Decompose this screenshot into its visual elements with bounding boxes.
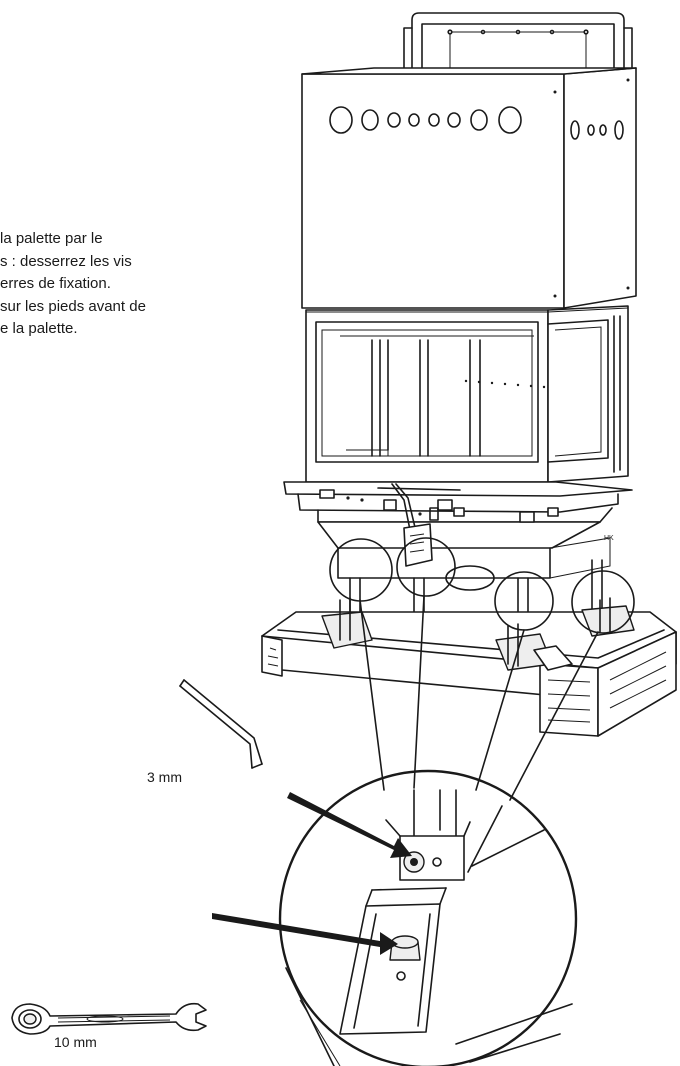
instruction-line: erres de fixation. xyxy=(0,275,111,292)
detail-view xyxy=(278,769,578,1066)
instruction-line: sur les pieds avant de xyxy=(0,297,146,315)
lifting-frame xyxy=(403,12,633,79)
instruction-text: la palette par le s : desserrez les vis … xyxy=(0,228,230,341)
firebox xyxy=(305,305,629,483)
hex-key-icon xyxy=(179,679,263,769)
instruction-line: la palette par le xyxy=(0,230,103,247)
arrow-to-nut xyxy=(212,913,398,955)
hk-mark: HK xyxy=(604,535,614,542)
base-plate: HK xyxy=(283,481,633,579)
wrench-icon xyxy=(11,1002,207,1035)
instruction-line: s : desserrez les vis xyxy=(0,252,132,270)
knockout-holes-side xyxy=(570,120,624,140)
instruction-line: e la palette. xyxy=(0,320,78,337)
wrench-size-label: 10 mm xyxy=(54,1034,97,1050)
smoke-chamber-box xyxy=(301,67,637,309)
dotted-line xyxy=(464,379,546,389)
knockout-holes-front xyxy=(329,106,522,134)
arrow-to-hex-screw xyxy=(287,792,412,858)
hex-key-size-label: 3 mm xyxy=(147,769,182,785)
leader-lines xyxy=(359,595,599,801)
pallet xyxy=(261,597,677,737)
